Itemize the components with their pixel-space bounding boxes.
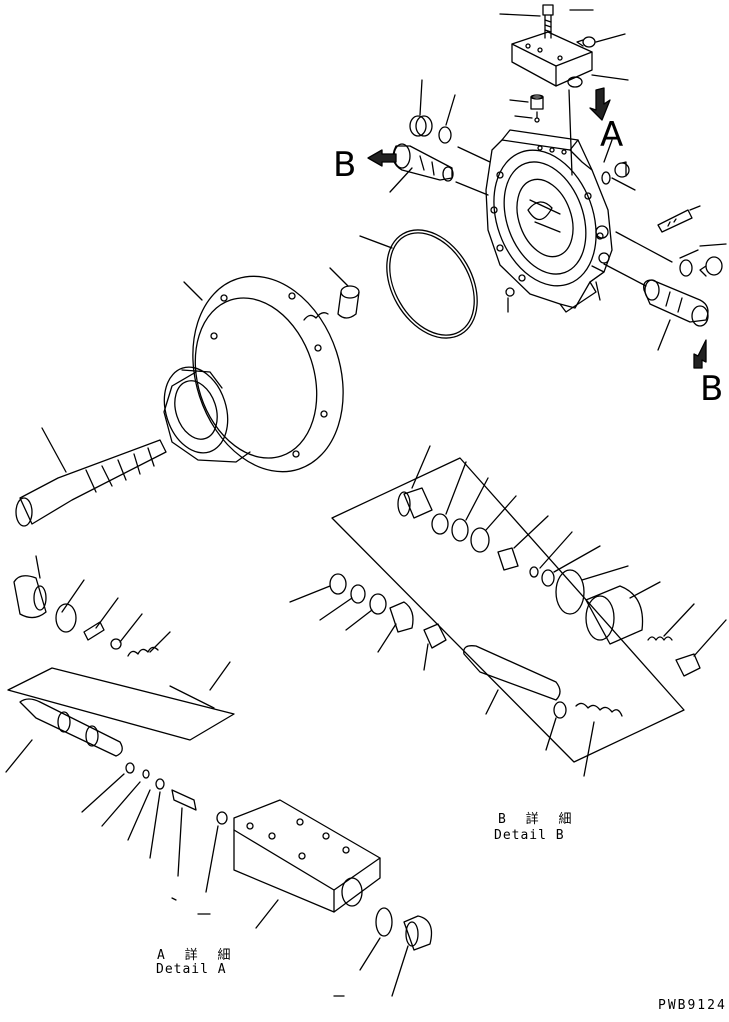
nut-housing-top — [530, 94, 544, 123]
leader-line — [595, 33, 626, 43]
leader-line — [329, 267, 349, 287]
leader-line — [553, 545, 601, 573]
leader-line — [419, 79, 423, 116]
connector-line — [615, 231, 673, 263]
plug-right-lower — [679, 256, 723, 277]
leader-line — [663, 603, 695, 637]
leader-line — [611, 177, 636, 191]
leader-line — [127, 789, 151, 841]
detail-b-title-en: Detail B — [494, 828, 565, 843]
leader-line — [149, 791, 161, 859]
leader-line — [61, 579, 85, 613]
leader-line — [499, 13, 541, 17]
motor-housing — [485, 129, 613, 313]
housing-foot — [589, 265, 605, 283]
leader-line — [391, 945, 409, 997]
leader-line — [41, 427, 67, 473]
plug-small-top — [576, 36, 596, 48]
leader-line — [591, 74, 629, 81]
leader-line — [629, 581, 661, 599]
leader-line — [389, 167, 413, 193]
leader-line — [101, 781, 141, 827]
callout-view-a: A — [600, 115, 624, 155]
connector-line — [603, 263, 647, 287]
leader-line — [583, 721, 595, 777]
leader-line — [485, 495, 517, 531]
leader-line — [689, 205, 701, 211]
leader-line — [679, 249, 699, 259]
leader-line — [699, 243, 727, 247]
leader-line — [35, 555, 41, 579]
leader-line — [693, 619, 727, 657]
arrow-a-icon — [589, 87, 611, 121]
detail-b-title-jp: B 詳 細 — [498, 812, 578, 827]
leader-line — [81, 773, 125, 813]
leader-line — [514, 115, 533, 119]
leader-line — [209, 661, 231, 691]
leader-line — [545, 717, 557, 751]
o-ring-large — [386, 229, 478, 339]
arrow-b-lower-icon — [693, 339, 707, 369]
leader-line — [149, 631, 171, 653]
callout-view-b-right: B — [700, 369, 724, 409]
leader-line — [657, 319, 671, 351]
screw-small — [505, 287, 515, 313]
connector-line — [457, 146, 491, 163]
leader-line — [289, 585, 331, 603]
spring-small — [303, 312, 329, 321]
drive-shaft — [15, 439, 167, 527]
leader-line — [119, 613, 143, 643]
leader-line — [359, 235, 393, 249]
leader-line — [95, 597, 119, 629]
leader-line — [509, 99, 529, 103]
leader-line — [603, 139, 613, 163]
leader-line — [255, 899, 279, 929]
leader-line — [359, 937, 381, 971]
leader-line — [445, 461, 467, 515]
callout-view-b-left: B — [333, 145, 357, 185]
arrow-b-upper-icon — [367, 149, 397, 167]
bolt-top — [542, 4, 554, 39]
detail-a-title-jp: A 詳 細 — [157, 948, 237, 963]
connector-line — [455, 181, 489, 196]
connector-line — [568, 89, 573, 176]
drawing-code: PWB9124 — [658, 998, 727, 1013]
detail-a-group — [7, 575, 433, 951]
plug-right-upper — [601, 161, 630, 185]
leader-line — [377, 623, 397, 653]
leader-line — [465, 477, 489, 521]
leader-line — [177, 807, 183, 877]
relief-valve-b-lower — [643, 279, 709, 327]
leader-line — [595, 281, 601, 301]
leader-line — [319, 597, 353, 621]
leader-line — [539, 531, 573, 569]
relief-valve-b-upper — [392, 115, 454, 182]
bolt-right — [657, 209, 693, 233]
leader-line — [205, 825, 219, 893]
pin-small — [337, 285, 360, 319]
detail-b-group — [329, 457, 701, 763]
leader-line — [411, 445, 431, 489]
flange-hub — [163, 275, 344, 473]
leader-line — [183, 281, 203, 301]
leader-line — [581, 565, 629, 581]
leader-line — [423, 643, 429, 671]
leader-line — [485, 689, 499, 715]
detail-a-title-en: Detail A — [156, 962, 227, 977]
leader-line — [345, 609, 373, 631]
leader-line — [171, 897, 211, 915]
valve-block-top — [511, 31, 593, 88]
leader-line — [445, 94, 456, 126]
leader-line — [513, 515, 549, 549]
leader-line — [5, 739, 33, 773]
